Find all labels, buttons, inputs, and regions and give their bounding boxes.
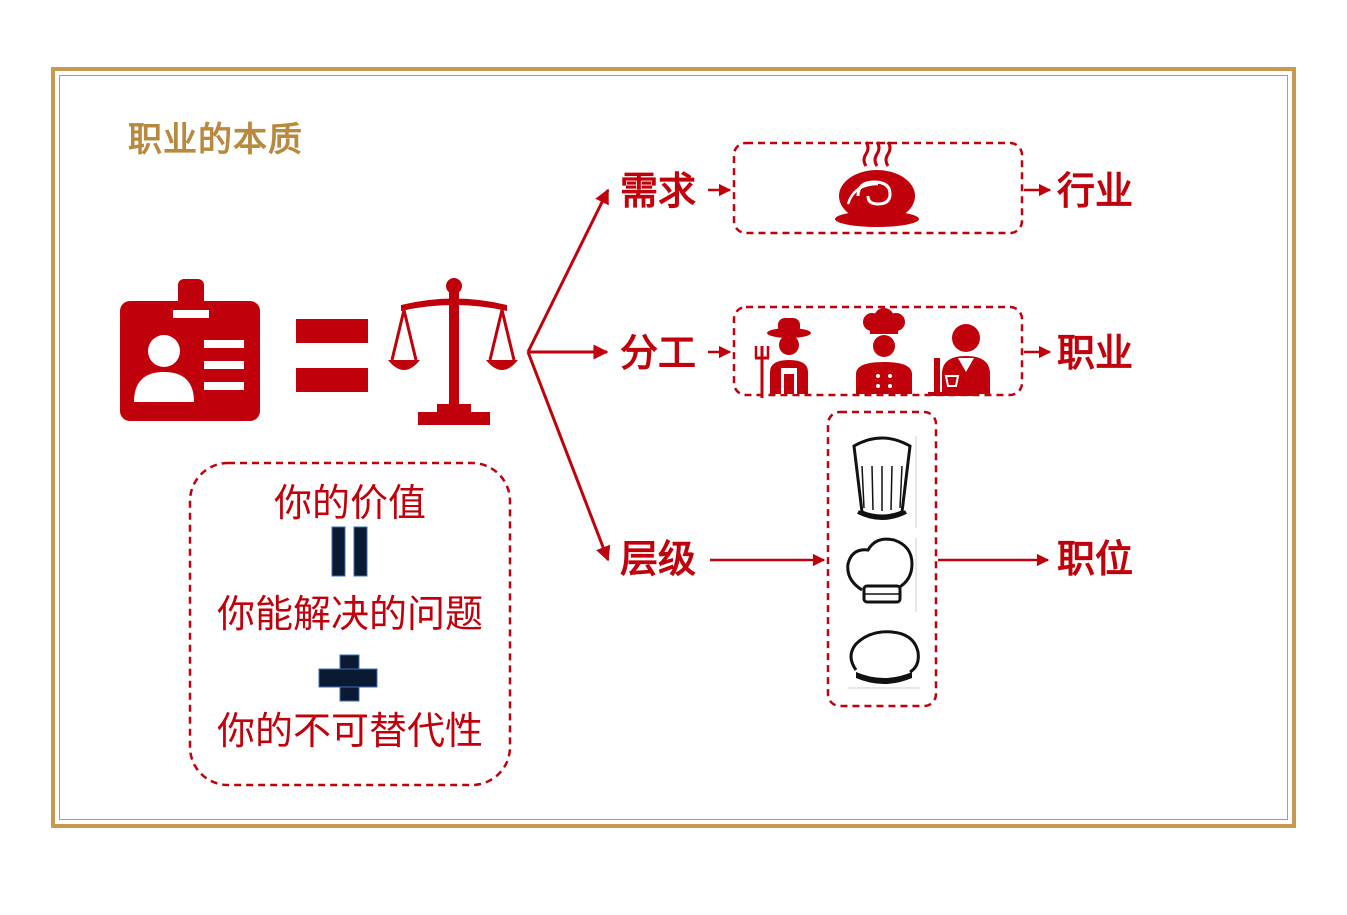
medium-chef-hat-icon xyxy=(846,537,917,612)
connector-arrows xyxy=(708,183,1052,567)
position-dashed-box xyxy=(826,410,938,708)
occupation-dashed-box xyxy=(732,305,1024,397)
outer-frame xyxy=(51,67,1296,828)
branch-arrows xyxy=(526,188,611,562)
value-dashed-box xyxy=(188,461,512,787)
value-line-your-value: 你的价值 xyxy=(273,481,426,525)
value-line-problems-solved: 你能解决的问题 xyxy=(216,592,483,636)
label-occupation: 职业 xyxy=(1057,331,1134,375)
waiter-icon xyxy=(928,324,990,396)
plus-icon xyxy=(318,654,378,702)
equals-icon xyxy=(296,319,368,392)
page-title: 职业的本质 xyxy=(128,120,303,160)
label-hierarchy: 层级 xyxy=(620,537,697,581)
food-bowl-icon xyxy=(835,141,919,227)
chef-icon xyxy=(856,308,912,394)
short-chef-hat-icon xyxy=(848,630,920,689)
value-line-irreplaceability: 你的不可替代性 xyxy=(216,709,483,753)
inner-frame xyxy=(59,75,1288,820)
label-division-of-labor: 分工 xyxy=(620,331,697,375)
label-position: 职位 xyxy=(1057,537,1134,581)
farmer-icon xyxy=(754,318,811,398)
scale-icon xyxy=(388,278,518,425)
tall-chef-hat-icon xyxy=(852,436,917,528)
equals-vertical-icon xyxy=(331,526,368,577)
label-industry: 行业 xyxy=(1057,169,1134,213)
id-badge-icon xyxy=(120,279,260,421)
label-demand: 需求 xyxy=(620,169,697,213)
